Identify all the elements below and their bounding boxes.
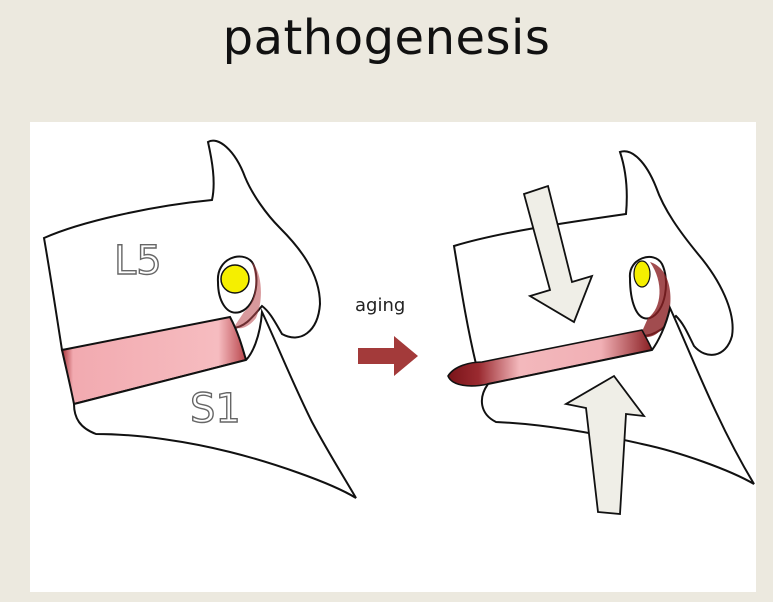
s1-vertebra [72,308,357,499]
facet-yellow-marker [220,264,250,294]
page-title: pathogenesis [222,10,551,66]
aging-label: aging [355,295,406,316]
l5-vertebra [42,139,322,352]
degenerated-segment [447,150,755,515]
s1-label: S1 [190,386,241,432]
spine-diagram: L5 S1 [42,139,755,515]
right-arrow-icon [358,336,418,376]
down-arrow-icon [522,184,594,324]
facet-capsule [234,262,261,329]
l5-label: L5 [114,238,162,284]
diagram-panel: L5 S1 aging [30,122,756,592]
facet-yellow-marker-small [633,260,651,288]
l5-vertebra-degenerated [452,150,734,366]
facet-capsule-thickened [640,262,671,338]
normal-segment: L5 S1 [42,139,357,499]
narrowed-disc [447,329,654,387]
up-arrow-icon [563,374,646,515]
